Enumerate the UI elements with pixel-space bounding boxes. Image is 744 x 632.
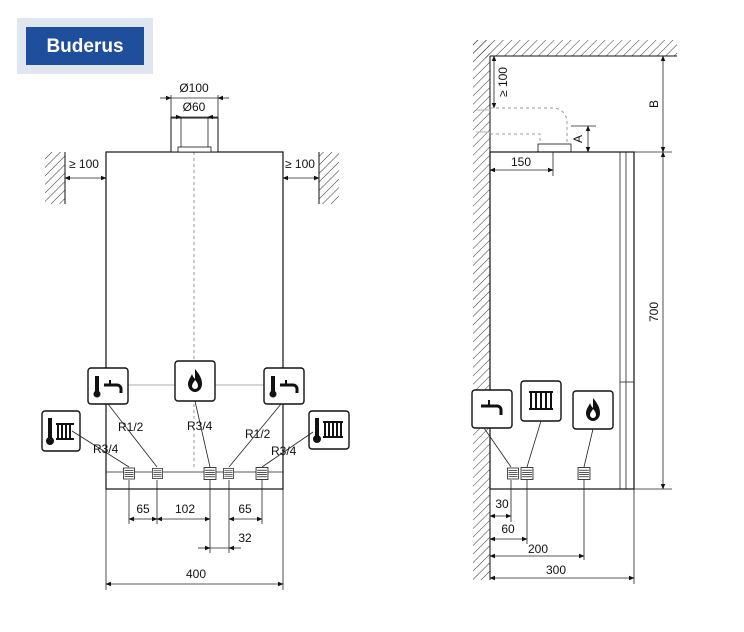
hot-water-tap-icon: [87, 367, 129, 405]
right-wall-hatch: [319, 152, 339, 204]
heating-flow-radiator-icon: [41, 410, 81, 452]
side-fitting-1: [507, 467, 519, 480]
label-a: A: [571, 135, 585, 143]
flue-outer-label: Ø100: [179, 81, 209, 95]
clearance-left-label: ≥ 100: [69, 157, 99, 171]
fitting-cold-water: [223, 468, 234, 479]
dim-102: 102: [175, 502, 195, 516]
label-b: B: [647, 100, 661, 108]
fitting-heating-flow: [123, 467, 135, 480]
dim-200: 200: [528, 542, 548, 556]
fitting-heating-return: [255, 467, 269, 480]
side-fitting-3: [577, 467, 591, 480]
dim-60: 60: [501, 522, 515, 536]
dim-depth-300: 300: [546, 563, 566, 577]
dim-width-400: 400: [186, 567, 206, 581]
ceiling-hatch: [473, 40, 677, 56]
heating-return-radiator-icon: [308, 410, 350, 450]
side-view: ≥ 100 A B 700 150: [471, 40, 677, 584]
side-radiator-icon: [520, 380, 562, 422]
clearance-top-label: ≥ 100: [496, 67, 510, 97]
side-flame-icon: [572, 390, 614, 430]
logo-text: Buderus: [46, 36, 123, 57]
clearance-right-label: ≥ 100: [285, 157, 315, 171]
cold-water-tap-icon: [263, 367, 305, 405]
flue-inner-label: Ø60: [183, 100, 206, 114]
boiler-side-body: [489, 151, 635, 490]
gas-flame-icon: [174, 360, 216, 402]
dim-height-700: 700: [647, 302, 661, 322]
dim-32: 32: [238, 531, 252, 545]
dim-65-left: 65: [136, 502, 150, 516]
wall-hatch: [473, 56, 490, 580]
conn-cold-water-right-label: R1/2: [245, 427, 271, 441]
buderus-logo: Buderus: [17, 18, 153, 74]
side-fitting-2: [520, 467, 534, 480]
front-view: Ø100 Ø60 ≥ 100 ≥ 100: [41, 81, 350, 590]
dim-30: 30: [495, 497, 509, 511]
left-wall-hatch: [45, 152, 65, 204]
dim-65-right: 65: [238, 502, 252, 516]
fitting-gas: [203, 467, 217, 480]
fitting-hot-water: [152, 468, 163, 479]
side-tap-icon: [471, 389, 513, 429]
conn-gas-label: R3/4: [187, 419, 213, 433]
conn-heating-right-label: R3/4: [271, 444, 297, 458]
dim-flue-offset-150: 150: [511, 155, 531, 169]
conn-heating-left-label: R3/4: [93, 442, 119, 456]
conn-hot-water-left-label: R1/2: [118, 420, 144, 434]
